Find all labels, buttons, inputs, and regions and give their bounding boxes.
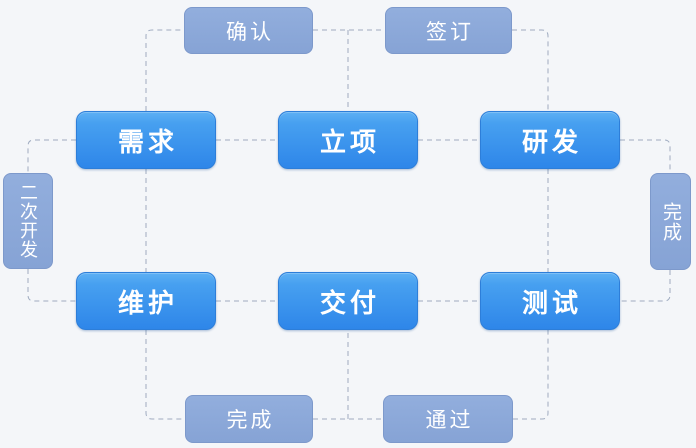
edge-pass-to-testing bbox=[513, 330, 549, 420]
edge-sign-to-development bbox=[512, 29, 549, 111]
edge-label-confirm: 确认 bbox=[184, 7, 313, 54]
edge-label-complete-bottom: 完成 bbox=[185, 395, 313, 443]
node-approval: 立项 bbox=[278, 111, 418, 169]
edge-secondary-dev-to-maintenance bbox=[27, 269, 76, 302]
node-requirements: 需求 bbox=[76, 111, 216, 169]
edge-complete-right-to-testing bbox=[620, 270, 671, 302]
node-development: 研发 bbox=[480, 111, 620, 169]
node-testing: 测试 bbox=[480, 272, 620, 330]
node-delivery: 交付 bbox=[278, 272, 418, 330]
edge-label-pass: 通过 bbox=[383, 395, 513, 443]
edge-maintenance-to-complete-bottom bbox=[145, 330, 185, 420]
edge-requirements-to-confirm bbox=[145, 29, 184, 111]
edge-label-complete-right: 完成 bbox=[650, 173, 691, 270]
edge-requirements-to-secondary-dev bbox=[27, 139, 76, 173]
edge-label-sign: 签订 bbox=[385, 7, 512, 54]
edge-development-to-complete-right bbox=[620, 139, 671, 173]
edge-label-secondary-development: 二次开发 bbox=[3, 173, 53, 269]
node-maintenance: 维护 bbox=[76, 272, 216, 330]
